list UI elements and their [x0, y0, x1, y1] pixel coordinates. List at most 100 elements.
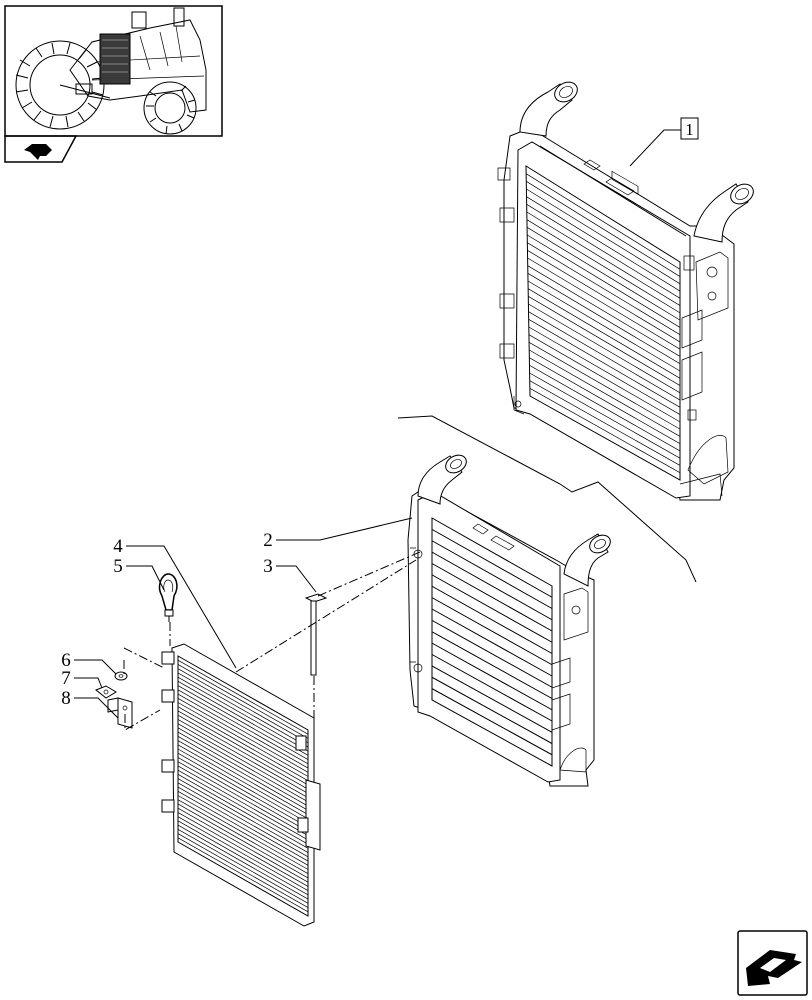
- washer-part-6: [114, 671, 128, 681]
- cooler-fin-line: [528, 326, 681, 415]
- cooler-fin-line: [526, 219, 681, 314]
- callout-leaders: [74, 129, 681, 719]
- callout-3: 3: [263, 556, 273, 577]
- cooler-fin-line: [527, 273, 681, 365]
- condenser-fin-line: [177, 799, 309, 875]
- cooler-fin-line: [529, 357, 681, 444]
- condenser-fin-line: [177, 820, 309, 896]
- cooler-fin-line: [528, 296, 681, 386]
- condenser-fin-line: [177, 727, 309, 803]
- cooler-fin-line: [431, 608, 553, 677]
- cooler-fin-line: [431, 688, 553, 756]
- cooler-fin-line: [527, 242, 681, 335]
- condenser-fin-line: [177, 765, 309, 841]
- cooler-fin-line: [528, 334, 681, 423]
- cooler-fin-line: [529, 388, 681, 474]
- condenser-fin-line: [177, 790, 309, 866]
- cooler-fin-line: [526, 211, 681, 306]
- condenser-fin-line: [177, 782, 309, 858]
- cooler-fin-line: [527, 234, 681, 328]
- bracket-part-8: [107, 697, 133, 729]
- condenser-fin-line: [177, 697, 309, 773]
- cooler-fin-line: [526, 188, 681, 285]
- condenser-fin-line: [177, 807, 309, 883]
- condenser-fin-line: [177, 710, 309, 786]
- cooler-fin-line: [431, 563, 553, 632]
- cooler-fin-line: [528, 311, 681, 401]
- condenser-fin-line: [177, 752, 309, 828]
- hook-part-5: [158, 573, 178, 622]
- cooler-fin-line: [431, 551, 553, 621]
- cooler-fin-line: [431, 574, 553, 643]
- next-page-button[interactable]: [737, 930, 808, 996]
- callout-6: 6: [61, 650, 71, 671]
- cooler-fin-line: [529, 372, 681, 459]
- condenser-fin-line: [177, 731, 309, 807]
- highlighted-cooler-block: [99, 33, 131, 85]
- cooler-fin-line: [527, 280, 681, 372]
- cooler-fin-line: [431, 631, 553, 699]
- svg-text:1: 1: [685, 120, 694, 139]
- callout-7: 7: [61, 668, 71, 689]
- rod-part-3: [304, 593, 328, 676]
- condenser-fin-line: [177, 786, 309, 862]
- condenser-fin-line: [177, 748, 309, 824]
- condenser-fin-line: [177, 659, 309, 735]
- cooler-fin-line: [528, 303, 681, 394]
- clip-part-7: [95, 685, 117, 699]
- thumbnail-tab[interactable]: [4, 135, 78, 163]
- condenser-fin-line: [177, 672, 309, 748]
- condenser-fin-line: [177, 829, 309, 904]
- cooler-fin-line: [525, 173, 681, 270]
- callout-8: 8: [61, 688, 71, 709]
- section-divider-line: [397, 415, 697, 583]
- condenser-fin-line: [177, 723, 309, 798]
- condenser-fin-line: [177, 685, 309, 760]
- cooler-fin-line: [526, 196, 681, 292]
- cooler-fin-line: [431, 540, 553, 609]
- condenser-fin-line: [177, 769, 309, 845]
- condenser-fin-line: [177, 761, 309, 836]
- assembly-lines: [123, 551, 421, 760]
- condenser-fin-line: [177, 795, 309, 870]
- cooler-fin-line: [529, 349, 681, 437]
- condenser-fin-line: [177, 664, 309, 739]
- condenser-fin-line: [177, 833, 309, 908]
- cooler-fin-line: [431, 665, 553, 733]
- condenser-fin-line: [177, 774, 309, 849]
- cooler-fin-line: [529, 380, 681, 466]
- cooler-fin-line: [526, 204, 681, 299]
- condenser-fin-line: [177, 824, 309, 900]
- tractor-location-thumbnail[interactable]: [4, 5, 223, 137]
- condenser-fin-line: [177, 702, 309, 777]
- cooler-fin-line: [431, 676, 553, 744]
- cooler-fin-line: [526, 181, 681, 277]
- cooler-fin-line: [529, 365, 681, 452]
- callout-5: 5: [113, 556, 123, 577]
- condenser-fin-line: [177, 681, 309, 756]
- condenser-fin-line: [177, 744, 309, 820]
- condenser-fin-line: [177, 812, 309, 887]
- callout-2: 2: [263, 530, 273, 551]
- condenser-fin-line: [177, 778, 309, 853]
- cooler-fin-line: [527, 265, 681, 357]
- condenser-fin-line: [177, 740, 309, 815]
- condenser-fin-line: [177, 816, 309, 891]
- condenser-fin-line: [177, 668, 309, 743]
- condenser-fin-line: [177, 714, 309, 790]
- condenser-fin-line: [177, 689, 309, 765]
- condenser-panel: [161, 643, 321, 927]
- cooler-fin-line: [528, 342, 681, 430]
- callout-4: 4: [113, 536, 123, 557]
- condenser-fin-line: [177, 693, 309, 769]
- intercooler-assembly-top: [497, 81, 754, 501]
- parts-tab-icon: [24, 144, 52, 160]
- tractor-wheel-icon: [15, 40, 105, 130]
- cooler-fin-line: [528, 319, 681, 408]
- cooler-fin-line: [431, 619, 553, 688]
- cooler-fin-line: [527, 257, 681, 350]
- cooler-assembly-middle: [407, 454, 611, 787]
- cooler-fin-line: [431, 642, 553, 711]
- condenser-fin-line: [177, 719, 309, 794]
